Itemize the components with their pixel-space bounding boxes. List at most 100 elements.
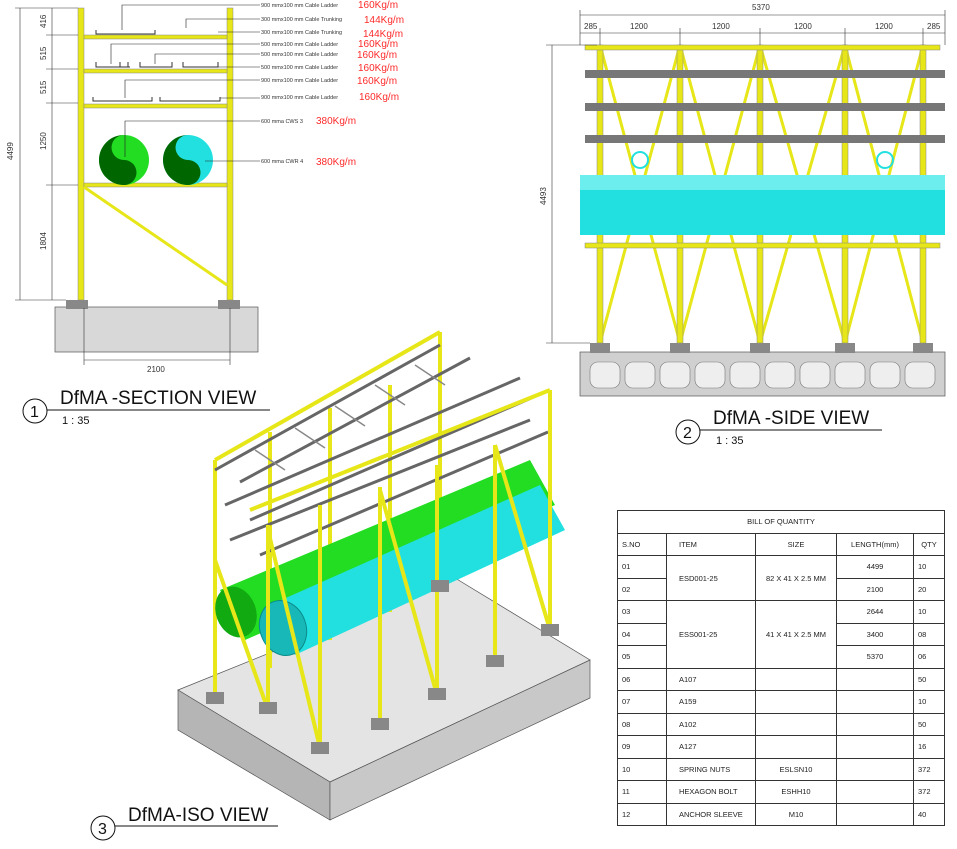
callout-load: 380Kg/m	[316, 116, 356, 127]
base-plate	[218, 300, 240, 309]
view-number-badge	[675, 419, 701, 445]
iso-view: 3 DfMA-ISO VIEW	[90, 330, 591, 841]
callout-load: 160Kg/m	[359, 92, 399, 103]
dim-segment: 1804	[39, 232, 48, 250]
cell-sno: 02	[617, 577, 667, 601]
bill-of-quantity-table: BILL OF QUANTITY S.NO ITEM SIZE LENGTH(m…	[617, 510, 945, 826]
dim-segment: 1200	[630, 22, 648, 31]
valve-handwheel	[631, 151, 649, 169]
post	[77, 7, 85, 301]
cell-sno: 12	[617, 802, 667, 826]
cell-qty: 20	[913, 577, 945, 601]
column-header: LENGTH(mm)	[836, 532, 914, 556]
cell-item: ANCHOR SLEEVE	[666, 802, 756, 826]
cell-sno: 10	[617, 757, 667, 781]
cell-sno: 07	[617, 690, 667, 714]
view-number: 1	[30, 404, 39, 421]
table-row: 03 ESS001-25 41 X 41 X 2.5 MM 2644 10	[617, 600, 945, 669]
cell-sno: 08	[617, 712, 667, 736]
dim-height: 4493	[539, 187, 548, 205]
cell-qty: 50	[913, 712, 945, 736]
view-number-badge	[22, 398, 48, 424]
cell-sno: 06	[617, 667, 667, 691]
dim-total-length: 5370	[752, 3, 770, 12]
cell-length	[836, 757, 914, 781]
callout-label: 900 mmx100 mm Cable Ladder	[261, 78, 338, 84]
view-title: DfMA -SIDE VIEW	[713, 408, 869, 429]
cell-qty: 10	[913, 690, 945, 714]
callout-label: 900 mmx100 mm Cable Ladder	[261, 95, 338, 101]
cell-sno: 03	[617, 600, 667, 624]
table-header-row: S.NO ITEM SIZE LENGTH(mm) QTY	[617, 532, 945, 556]
callout-load: 160Kg/m	[357, 50, 397, 61]
view-scale: 1 : 35	[716, 435, 744, 447]
cell-sno: 09	[617, 735, 667, 759]
section-view: 4499 416 515 515 1250 1804 2100 900 mmx1…	[6, 0, 404, 427]
callout-label: 500 mmx100 mm Cable Ladder	[261, 65, 338, 71]
dim-segment: 285	[927, 22, 941, 31]
cell-sno: 01	[617, 555, 667, 579]
cell-qty: 16	[913, 735, 945, 759]
base-plate	[66, 300, 88, 309]
column-header: QTY	[913, 532, 945, 556]
pipe-cws-3	[99, 135, 149, 185]
column-header: S.NO	[617, 532, 667, 556]
cell-qty: 372	[913, 780, 945, 804]
table-row: 04 3400 08	[617, 622, 945, 646]
table-title: BILL OF QUANTITY	[617, 510, 945, 534]
callout-load: 160Kg/m	[357, 76, 397, 87]
column-header: SIZE	[755, 532, 837, 556]
callout-label: 500 mmx100 mm Cable Ladder	[261, 52, 338, 58]
view-number: 2	[683, 425, 692, 442]
cell-size: 82 X 41 X 2.5 MM	[755, 555, 837, 601]
callout-label: 600 mma CWR 4	[261, 159, 303, 165]
cell-item: A102	[666, 712, 756, 736]
cell-size: ESLSN10	[755, 757, 837, 781]
post	[226, 7, 234, 301]
cell-item: HEXAGON BOLT	[666, 780, 756, 804]
cell-qty: 08	[913, 622, 945, 646]
cell-size: 41 X 41 X 2.5 MM	[755, 600, 837, 669]
dim-segment: 515	[39, 46, 48, 60]
cell-size	[755, 690, 837, 714]
cell-length: 2100	[836, 577, 914, 601]
dim-segment: 285	[584, 22, 598, 31]
cell-item: A159	[666, 690, 756, 714]
cell-size: M10	[755, 802, 837, 826]
side-view: 5370 285 1200 1200 1200 1200 285 4493 2 …	[539, 3, 946, 447]
view-number-badge	[90, 815, 116, 841]
pipe-cwr-4	[163, 135, 213, 185]
callout-load: 160Kg/m	[358, 39, 398, 50]
table-row: 02 2100 20	[617, 577, 945, 601]
dim-segment: 1250	[39, 132, 48, 150]
cell-size	[755, 667, 837, 691]
cell-item: A107	[666, 667, 756, 691]
view-number: 3	[98, 821, 107, 838]
cell-length	[836, 690, 914, 714]
dim-width: 2100	[147, 365, 165, 374]
cell-length	[836, 735, 914, 759]
dim-segment: 416	[39, 14, 48, 28]
cell-item: SPRING NUTS	[666, 757, 756, 781]
cell-sno: 11	[617, 780, 667, 804]
cell-item: ESS001-25	[666, 600, 756, 669]
ground-slab	[54, 306, 259, 353]
callout-labels: 900 mmx100 mm Cable Ladder 160Kg/m 300 m…	[261, 0, 404, 168]
dim-total-height: 4499	[6, 142, 15, 160]
cell-size	[755, 712, 837, 736]
table-row: 01 ESD001-25 82 X 41 X 2.5 MM 4499 10	[617, 555, 945, 601]
callout-label: 300 mmx100 mm Cable Trunking	[261, 17, 342, 23]
cell-sno: 04	[617, 622, 667, 646]
cell-length	[836, 667, 914, 691]
callout-load: 160Kg/m	[358, 63, 398, 74]
cell-item: A127	[666, 735, 756, 759]
callout-load: 380Kg/m	[316, 157, 356, 168]
view-title: DfMA -SECTION VIEW	[60, 388, 256, 409]
cell-qty: 06	[913, 645, 945, 669]
